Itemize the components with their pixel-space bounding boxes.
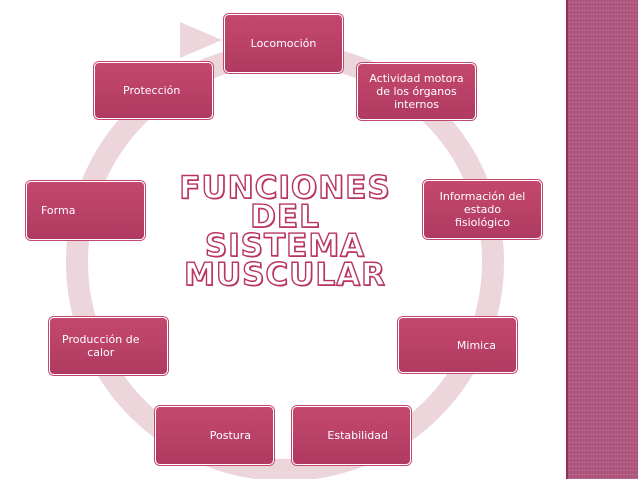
node-postura: Postura bbox=[155, 406, 274, 465]
node-locomocion: Locomoción bbox=[224, 14, 343, 73]
node-informacion-estado: Información del estado fisiológico bbox=[423, 180, 542, 239]
ring-arrowhead bbox=[180, 22, 222, 58]
node-proteccion: Protección bbox=[94, 62, 213, 119]
node-estabilidad: Estabilidad bbox=[292, 406, 411, 465]
title-line-2: SISTEMA bbox=[204, 228, 366, 264]
sidebar-divider bbox=[566, 0, 568, 479]
title-line-1: FUNCIONES DEL bbox=[179, 170, 391, 235]
node-produccion-calor: Producción de calor bbox=[49, 317, 168, 375]
node-mimica: Mimica bbox=[398, 317, 517, 373]
node-actividad-motora: Actividad motora de los órganos internos bbox=[357, 63, 476, 120]
title-line-3: MUSCULAR bbox=[183, 257, 386, 293]
node-forma: Forma bbox=[26, 181, 145, 240]
diagram-title: FUNCIONES DEL SISTEMA MUSCULAR bbox=[165, 170, 405, 293]
decorative-sidebar bbox=[568, 0, 638, 479]
